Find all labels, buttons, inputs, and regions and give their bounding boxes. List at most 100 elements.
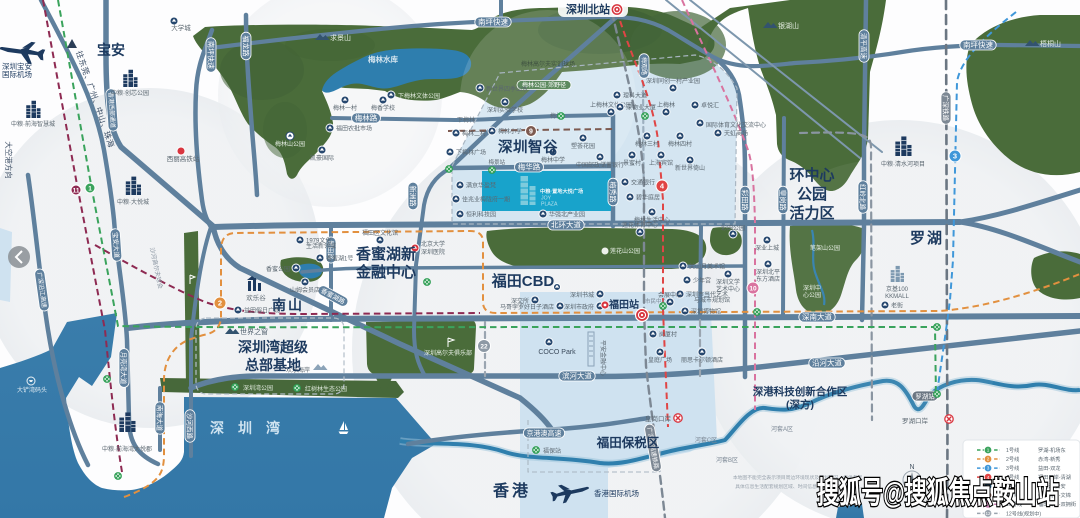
svg-text:1: 1 [987,448,990,453]
svg-text:河套C区: 河套C区 [695,436,717,444]
svg-text:12: 12 [985,511,991,516]
svg-text:皇岗路: 皇岗路 [778,190,787,211]
svg-text:皇岗口岸: 皇岗口岸 [645,414,672,423]
svg-text:河套B区: 河套B区 [716,456,738,464]
svg-text:益田假日广场: 益田假日广场 [244,307,280,315]
svg-text:梅林一村: 梅林一村 [333,104,357,112]
svg-text:梅林小学: 梅林小学 [498,128,522,136]
svg-text:深圳智谷: 深圳智谷 [498,138,558,156]
svg-text:新世界四季山水: 新世界四季山水 [486,85,528,93]
svg-text:心公园: 心公园 [803,292,821,299]
svg-text:COCO Park: COCO Park [538,349,576,356]
svg-text:深圳文学: 深圳文学 [716,278,740,286]
svg-text:香港国际机场: 香港国际机场 [594,488,639,498]
svg-text:梅林水库: 梅林水库 [368,54,398,64]
svg-text:笔架山公园: 笔架山公园 [810,244,840,252]
svg-text:金融中心: 金融中心 [355,263,416,281]
svg-text:香蜜湖1号: 香蜜湖1号 [326,255,353,263]
svg-text:JOY: JOY [541,196,552,202]
svg-text:理科大道: 理科大道 [623,92,647,100]
svg-text:皇庭广场: 皇庭广场 [648,356,672,364]
svg-text:福田口岸-双拥街: 福田口岸-双拥街 [1038,500,1076,508]
svg-text:红岭北路: 红岭北路 [859,184,868,211]
svg-text:交通银行: 交通银行 [631,179,655,187]
svg-text:深圳湾: 深圳湾 [210,420,294,436]
svg-text:南坪快速: 南坪快速 [206,41,215,69]
svg-text:北京大学: 北京大学 [421,240,445,248]
svg-text:少年宫: 少年宫 [693,277,711,285]
svg-text:沙河西路: 沙河西路 [186,413,195,440]
svg-text:河套A区: 河套A区 [771,425,793,433]
svg-text:平安金融中心: 平安金融中心 [599,340,607,376]
svg-text:1号线: 1号线 [1006,446,1019,454]
svg-text:碧华庭居: 碧华庭居 [636,194,660,202]
svg-text:深圳北站: 深圳北站 [566,2,610,16]
svg-text:深圳博物馆: 深圳博物馆 [691,308,721,316]
svg-text:银湖山: 银湖山 [778,21,799,30]
svg-text:深圳北平: 深圳北平 [756,268,780,276]
svg-text:香港: 香港 [492,481,531,500]
svg-text:具体信息生活配套规划区域、时间信息以政府部门公布为准。: 具体信息生活配套规划区域、时间信息以政府部门公布为准。 [735,483,865,490]
svg-text:景蜜村: 景蜜村 [623,159,641,167]
svg-text:中粮·清水河项目: 中粮·清水河项目 [881,160,925,168]
svg-text:香蜜公园: 香蜜公园 [266,265,290,273]
svg-text:益田-双龙: 益田-双龙 [1038,464,1060,472]
svg-text:深物业大厦: 深物业大厦 [626,104,656,112]
svg-text:宝安大道: 宝安大道 [111,232,122,259]
svg-text:岗厦村: 岗厦村 [659,331,677,339]
svg-text:深业上城: 深业上城 [755,244,779,252]
svg-text:中粮·置地大悦广场: 中粮·置地大悦广场 [540,187,583,195]
svg-text:3: 3 [987,466,990,471]
svg-text:10: 10 [749,285,757,292]
svg-text:世界之窗: 世界之窗 [240,327,268,336]
svg-text:塑荟花园: 塑荟花园 [571,142,595,150]
svg-text:月亮湾大道: 月亮湾大道 [120,352,129,385]
svg-text:罗湖站: 罗湖站 [915,391,935,400]
svg-text:南坪快速: 南坪快速 [963,40,993,50]
svg-text:景田路: 景田路 [327,240,336,260]
svg-text:3: 3 [953,152,957,161]
svg-text:满京华盈梵: 满京华盈梵 [466,182,496,190]
svg-text:中国邮政储蓄银行: 中国邮政储蓄银行 [576,161,624,169]
svg-text:9: 9 [529,129,533,136]
svg-text:10号线: 10号线 [1006,500,1022,508]
svg-text:京基100: 京基100 [886,285,909,293]
svg-text:深南大道: 深南大道 [802,312,832,322]
svg-text:新洲路: 新洲路 [408,186,417,207]
svg-text:京港澳高速: 京港澳高速 [527,429,562,438]
svg-text:KKMALL: KKMALL [885,294,909,300]
svg-text:会展中心: 会展中心 [658,291,682,299]
svg-text:福田CBD: 福田CBD [491,272,555,290]
svg-text:宝安: 宝安 [97,42,125,58]
svg-text:南海大道: 南海大道 [156,405,165,432]
svg-text:大学城: 大学城 [171,23,191,32]
svg-text:公园: 公园 [797,186,827,203]
svg-text:深圳同创一村产业园: 深圳同创一村产业园 [646,77,700,85]
svg-text:艺术中心: 艺术中心 [716,285,740,293]
svg-text:沿河大道: 沿河大道 [812,358,842,368]
svg-text:梅观路: 梅观路 [640,57,648,75]
svg-text:北环大道: 北环大道 [551,220,581,230]
svg-text:欢乐谷: 欢乐谷 [246,293,266,302]
svg-text:深圳湾超级: 深圳湾超级 [238,339,309,355]
svg-text:罗湖: 罗湖 [910,230,944,247]
svg-text:关山月美术馆: 关山月美术馆 [689,263,725,271]
svg-text:大铲湾码头: 大铲湾码头 [17,386,47,394]
svg-text:11: 11 [73,187,80,194]
svg-text:梅香学校: 梅香学校 [371,104,395,112]
svg-text:梅秀路: 梅秀路 [608,182,617,203]
svg-text:南山: 南山 [272,297,304,313]
svg-text:梅林三村: 梅林三村 [635,140,659,148]
svg-text:4号线: 4号线 [1006,473,1019,481]
svg-text:中粮·前海湾大悦郡: 中粮·前海湾大悦郡 [102,445,152,453]
svg-text:下梅林文体公园: 下梅林文体公园 [398,92,440,100]
svg-text:梅村: 梅村 [550,112,562,120]
svg-text:莲花体育中心: 莲花体育中心 [622,221,658,229]
svg-text:梅林生活中心: 梅林生活中心 [634,216,670,224]
svg-text:梅林公园·郊野径: 梅林公园·郊野径 [522,81,566,89]
svg-text:香港西部通道: 香港西部通道 [107,92,117,128]
svg-text:深圳市政府: 深圳市政府 [564,303,594,311]
svg-text:3号线: 3号线 [1006,464,1019,472]
svg-text:深圳医院: 深圳医院 [421,248,445,256]
svg-text:PLAZA: PLAZA [541,202,558,208]
